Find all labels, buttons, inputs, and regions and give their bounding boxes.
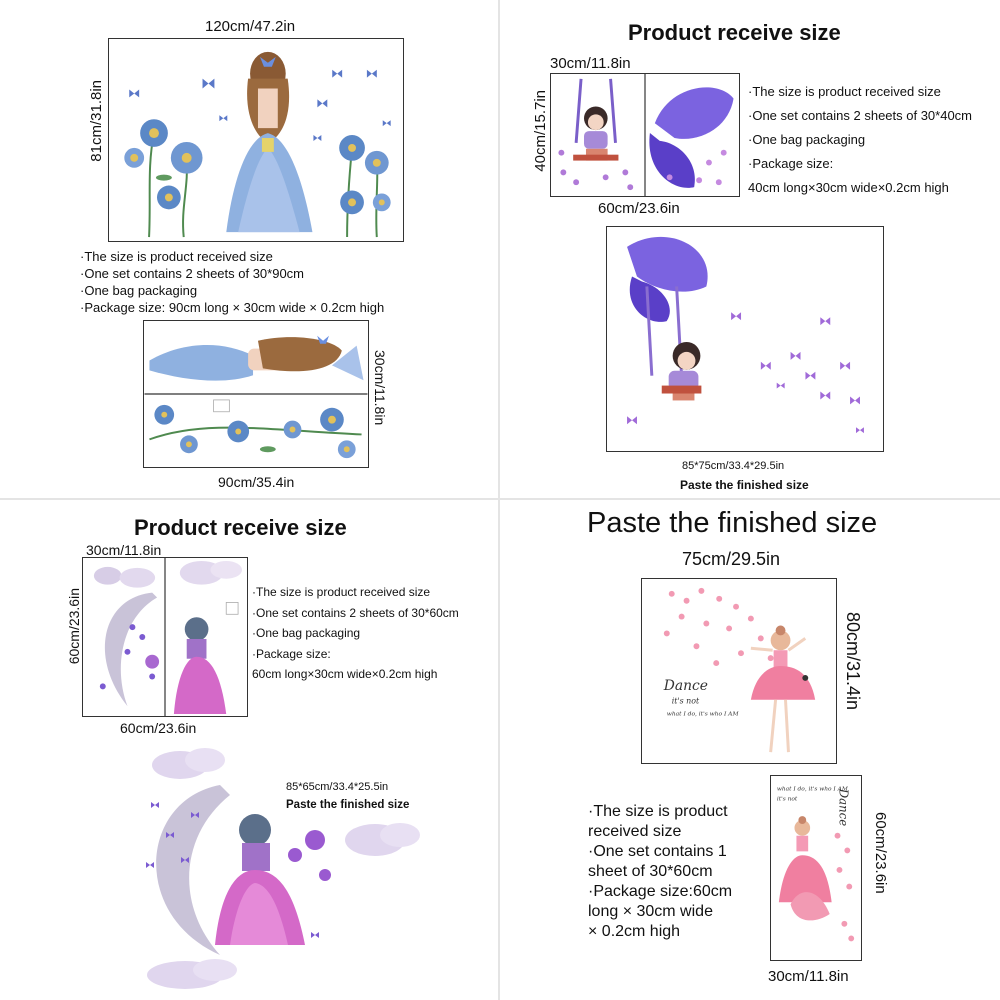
purple-flowers	[288, 830, 331, 881]
butterfly-trail	[627, 312, 864, 434]
pink-petal-burst	[663, 587, 784, 667]
product-info-list: ·The size is product received size ·One …	[748, 80, 972, 200]
girl-on-swing	[661, 341, 702, 401]
info-line: × 0.2cm high	[588, 923, 681, 940]
paste-finished-heading: Paste the finished size	[587, 507, 878, 539]
finished-preview-butterfly	[606, 226, 884, 452]
sheets-preview-butterfly	[550, 73, 740, 197]
product-receive-heading: Product receive size	[628, 20, 841, 45]
info-line: ·The size is product received size	[748, 84, 941, 99]
finished-caption: Paste the finished size	[286, 799, 410, 811]
clouds	[147, 748, 420, 989]
dance-script-vertical: Dance	[836, 788, 850, 826]
info-line: ·One bag packaging	[748, 132, 866, 147]
butterflies-scatter	[146, 802, 319, 938]
sheet-width-label: 90cm/35.4in	[218, 474, 295, 490]
info-line: ·Package size:	[252, 646, 331, 661]
sheet-big-butterfly	[649, 87, 734, 188]
set-width-label: 60cm/23.6in	[120, 720, 197, 736]
finished-caption: Paste the finished size	[680, 478, 809, 492]
dance-script: Dance	[663, 678, 708, 694]
art-text-line-2: it's not	[672, 697, 700, 706]
finished-preview-ballerina: Dance it's not what I do, it's who I AM	[641, 578, 837, 764]
info-line: ·Package size: 90cm long × 30cm wide × 0…	[80, 300, 385, 315]
girl-in-blue-dress	[226, 51, 313, 233]
sheet-flowers	[149, 399, 362, 459]
info-line: ·One set contains 1	[588, 843, 727, 860]
finished-dims-label: 85*75cm/33.4*29.5in	[682, 460, 785, 472]
quadrant-divider-horizontal	[0, 498, 1000, 500]
quadrant-divider-vertical	[498, 0, 500, 1000]
sheet-height-label: 30cm/11.8in	[372, 350, 388, 426]
info-line: ·The size is product received size	[80, 249, 273, 264]
big-butterfly-top	[627, 236, 708, 322]
finished-dims-label: 85*65cm/33.4*25.5in	[286, 781, 389, 793]
sheet-width-label: 30cm/11.8in	[768, 968, 849, 985]
info-line: ·One set contains 2 sheets of 30*60cm	[252, 605, 459, 620]
finished-width-label: 120cm/47.2in	[205, 18, 296, 35]
info-line: ·Package size:	[748, 156, 834, 171]
sheets-preview-blue-girl	[143, 320, 369, 468]
sheet-width-label: 30cm/11.8in	[86, 542, 162, 558]
info-line: 40cm long×30cm wide×0.2cm high	[748, 180, 949, 195]
sheet-girl-on-swing	[558, 78, 634, 191]
sheet-height-label: 40cm/15.7in	[532, 90, 549, 172]
art-text-vertical-2: it's not	[777, 797, 798, 803]
girl-in-pink-dress	[215, 814, 305, 945]
product-receive-heading: Product receive size	[134, 515, 347, 540]
info-line: ·Package size:60cm	[588, 883, 733, 900]
info-line: received size	[588, 823, 682, 840]
ballerina-sheet	[778, 816, 832, 921]
info-line: ·One bag packaging	[80, 283, 198, 298]
info-line: ·The size is product	[588, 803, 728, 820]
sheets-preview-moon	[82, 557, 248, 717]
ballerina	[750, 625, 816, 753]
blue-flower-cluster-left	[124, 119, 203, 238]
art-text-vertical-1: what I do, it's who I AM	[777, 787, 849, 793]
finished-preview-blue-girl	[108, 38, 404, 242]
info-line: ·One set contains 2 sheets of 30*40cm	[748, 108, 973, 123]
info-line: ·One set contains 2 sheets of 30*90cm	[80, 266, 305, 281]
set-width-label: 60cm/23.6in	[598, 200, 680, 217]
sheet-width-label: 30cm/11.8in	[550, 55, 631, 72]
finished-width-label: 75cm/29.5in	[682, 549, 781, 569]
finished-height-label: 80cm/31.4in	[843, 612, 863, 711]
sheet-preview-ballerina: what I do, it's who I AM it's not Dance	[770, 775, 862, 961]
product-info-list: ·The size is product received size ·One …	[588, 802, 732, 942]
blue-flower-cluster-right	[339, 135, 391, 238]
set-height-label: 60cm/23.6in	[66, 588, 82, 665]
sheet-girl-lying	[149, 335, 364, 381]
info-line: 60cm long×30cm wide×0.2cm high	[252, 667, 438, 681]
sheet-height-label: 60cm/23.6in	[872, 812, 889, 894]
sheet-moon	[93, 566, 160, 707]
info-line: long × 30cm wide	[588, 903, 713, 920]
sheet-girl-pink-dress	[173, 560, 243, 715]
finished-height-label: 81cm/31.8in	[88, 80, 105, 162]
info-line: sheet of 30*60cm	[588, 863, 713, 880]
info-line: ·One bag packaging	[252, 626, 361, 640]
product-info-list: ·The size is product received size ·One …	[80, 248, 384, 316]
petals-sheet	[834, 832, 855, 942]
product-info-list: ·The size is product received size ·One …	[252, 582, 459, 685]
finished-preview-moon	[146, 748, 420, 989]
info-line: ·The size is product received size	[252, 585, 431, 599]
art-text-line-3: what I do, it's who I AM	[667, 711, 740, 718]
